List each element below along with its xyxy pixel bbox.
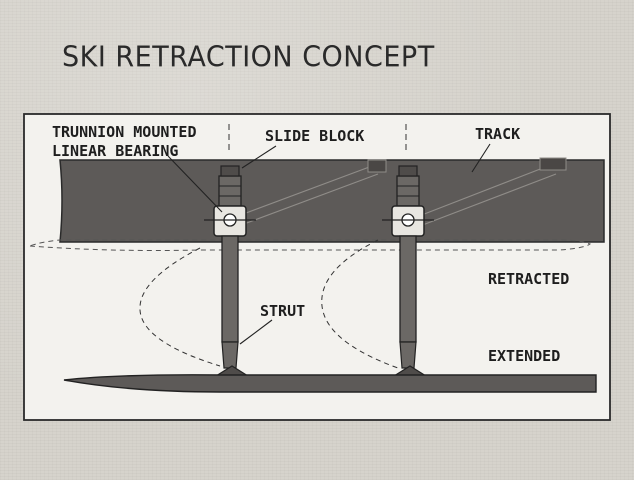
label-retracted: RETRACTED	[488, 270, 569, 288]
label-trunnion-line1: TRUNNION MOUNTED	[52, 123, 197, 141]
fuselage-beam	[59, 159, 605, 243]
track-end-blocks	[367, 157, 567, 173]
right-strut-assembly	[382, 165, 434, 377]
retracted-ski-outline	[29, 239, 591, 251]
leader-lines	[167, 143, 491, 345]
label-trunnion-line2: LINEAR BEARING	[52, 142, 178, 160]
label-track: TRACK	[475, 125, 520, 143]
track-lines	[237, 165, 557, 227]
left-strut-assembly	[204, 165, 256, 377]
label-strut: STRUT	[260, 302, 305, 320]
swing-arc-left	[139, 247, 221, 367]
label-slide-block: SLIDE BLOCK	[265, 127, 364, 145]
extended-ski	[63, 374, 597, 393]
swing-arc-right	[321, 239, 399, 369]
diagram-title: SKI RETRACTION CONCEPT	[62, 41, 435, 74]
label-extended: EXTENDED	[488, 347, 560, 365]
